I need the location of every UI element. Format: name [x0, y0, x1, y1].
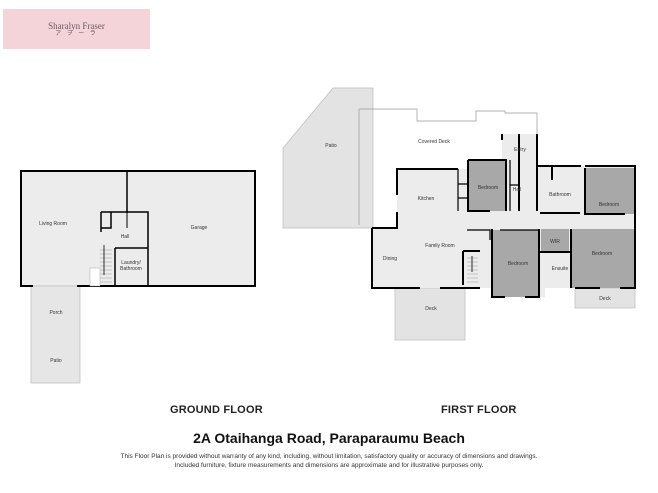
ground-laundry-label: Laundry/ [121, 260, 141, 266]
covered-deck-label: Covered Deck [418, 139, 450, 145]
first-patio-label: Patio [325, 143, 337, 149]
first-patio-area [282, 87, 374, 229]
bedroom-2-fill [585, 168, 635, 214]
ground-porch-patio-area [30, 285, 81, 384]
ensuite-label: Ensuite [552, 266, 569, 272]
first-hall-label: Hall [513, 187, 522, 193]
bedroom-4-fill [571, 229, 635, 288]
wir-fill [541, 229, 569, 252]
ground-garage-label: Garage [191, 225, 208, 231]
first-floor-plan: Patio Covered Deck Entry Kitchen Bedroom… [282, 87, 636, 341]
ground-floor-title: GROUND FLOOR [170, 404, 263, 416]
ground-porch-label: Porch [49, 310, 62, 316]
ground-floor-footprint [21, 171, 255, 286]
bedroom-2-label: Bedroom [599, 202, 619, 208]
bathroom-label: Bathroom [549, 192, 571, 198]
dining-label: Dining [383, 256, 397, 262]
disclaimer: This Floor Plan is provided without warr… [0, 452, 658, 470]
bedroom-3-label: Bedroom [508, 261, 528, 267]
logo-brand-name: Sharalyn Fraser [48, 20, 105, 31]
property-address: 2A Otaihanga Road, Paraparaumu Beach [193, 430, 465, 446]
first-floor-title: FIRST FLOOR [441, 404, 517, 416]
bedroom-1-fill [468, 160, 506, 211]
ground-hall-label: Hall [121, 234, 130, 240]
disclaimer-line-1: This Floor Plan is provided without warr… [120, 453, 538, 460]
ground-floor-plan: Living Room Hall Garage Laundry/ Bathroo… [20, 170, 256, 384]
disclaimer-line-2: Included furniture, fixture measurements… [174, 462, 484, 469]
logo-subtext: ア ヲ ー ラ [55, 30, 98, 37]
kitchen-label: Kitchen [418, 196, 435, 202]
ground-patio-label: Patio [50, 358, 62, 364]
entry-label: Entry [514, 147, 526, 153]
wir-label: WIR [550, 239, 560, 245]
bedroom-1-label: Bedroom [478, 185, 498, 191]
family-room-label: Family Room [425, 243, 454, 249]
first-deck-left-area [394, 287, 466, 341]
deck-left-label: Deck [425, 306, 437, 312]
bedroom-4-label: Bedroom [592, 251, 612, 257]
bedroom-3-fill [493, 230, 538, 297]
deck-right-label: Deck [599, 296, 611, 302]
ground-living-room-label: Living Room [39, 221, 67, 227]
brand-logo: Sharalyn Fraser ア ヲ ー ラ [3, 9, 150, 49]
ground-laundry-label-2: Bathroom [120, 266, 142, 272]
